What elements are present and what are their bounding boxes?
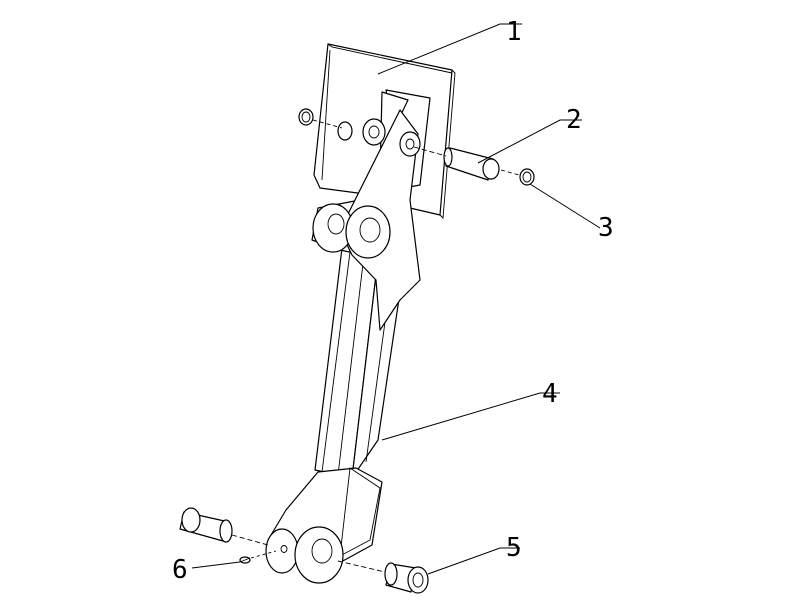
pivot-pin — [413, 146, 500, 181]
callout-6: 6 — [172, 555, 188, 585]
grease-nipple — [239, 550, 277, 564]
retaining-ring-left — [298, 108, 343, 129]
callout-3: 3 — [598, 213, 614, 243]
leader-1 — [377, 23, 522, 75]
callout-labels: 1 2 3 4 5 6 — [172, 17, 614, 585]
callout-5: 5 — [506, 533, 522, 563]
leader-2 — [477, 119, 582, 164]
callout-1: 1 — [506, 17, 522, 47]
callout-4: 4 — [542, 379, 558, 409]
leader-5 — [427, 547, 520, 575]
bushing-right — [337, 560, 429, 594]
bushing-left — [179, 507, 269, 546]
retaining-ring-right — [500, 168, 535, 186]
callout-2: 2 — [566, 105, 582, 135]
leader-lines — [191, 23, 601, 575]
leader-3 — [529, 183, 601, 229]
leader-6 — [191, 561, 241, 569]
pedal-lever-arm — [265, 91, 421, 584]
leader-4 — [381, 392, 560, 441]
